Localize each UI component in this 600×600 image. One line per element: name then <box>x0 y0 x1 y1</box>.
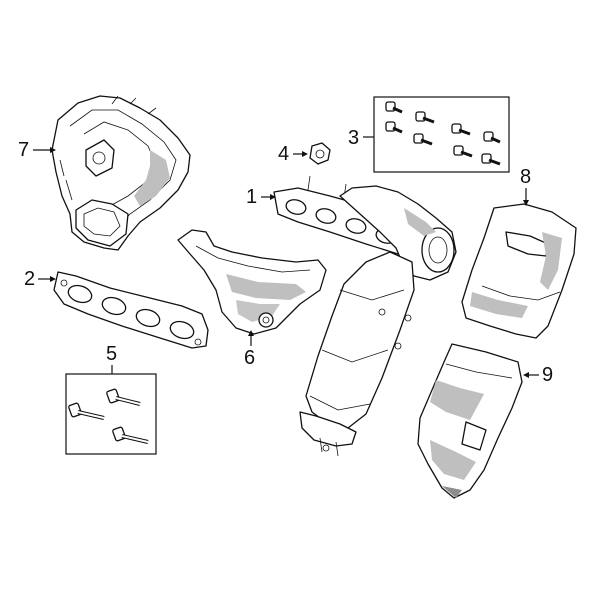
callout-4: 4 <box>278 143 308 165</box>
callout-1: 1 <box>246 186 276 208</box>
bolt-icon <box>106 388 141 406</box>
part-7-upper-heat-shield[interactable] <box>51 95 191 251</box>
bolt-icon <box>385 101 403 114</box>
bolt-icon <box>385 121 403 134</box>
callout-2: 2 <box>24 268 56 290</box>
svg-text:5: 5 <box>106 343 117 365</box>
svg-text:9: 9 <box>542 364 553 386</box>
part-8-upper-converter-shield[interactable] <box>461 203 577 339</box>
part-6-lower-heat-shield[interactable] <box>177 229 327 335</box>
bolt-icon <box>415 111 435 124</box>
bolt-icon <box>112 426 149 444</box>
part-9-lower-converter-shield[interactable] <box>417 343 523 499</box>
part-1-exhaust-manifold-catalytic-converter[interactable] <box>273 175 457 457</box>
callout-8: 8 <box>520 166 531 206</box>
callout-7: 7 <box>18 139 56 161</box>
part-5-bolt-set[interactable] <box>65 373 157 455</box>
callout-3: 3 <box>348 127 374 149</box>
bolt-icon <box>481 153 501 166</box>
callout-9: 9 <box>523 364 553 386</box>
callout-6: 6 <box>244 330 255 369</box>
part-4-nut[interactable] <box>309 142 331 165</box>
svg-text:4: 4 <box>278 143 289 165</box>
part-2-manifold-gasket[interactable] <box>53 271 209 349</box>
svg-text:3: 3 <box>348 127 359 149</box>
svg-text:8: 8 <box>520 166 531 188</box>
svg-text:6: 6 <box>244 347 255 369</box>
callout-5: 5 <box>106 343 117 374</box>
bolt-icon <box>451 123 471 136</box>
bolt-icon <box>68 402 105 420</box>
bolt-icon <box>483 131 501 144</box>
svg-text:2: 2 <box>24 268 35 290</box>
bolt-icon <box>413 133 433 146</box>
part-3-stud-set[interactable] <box>373 96 510 173</box>
bolt-icon <box>453 145 473 158</box>
svg-text:1: 1 <box>246 186 257 208</box>
svg-text:7: 7 <box>18 139 29 161</box>
